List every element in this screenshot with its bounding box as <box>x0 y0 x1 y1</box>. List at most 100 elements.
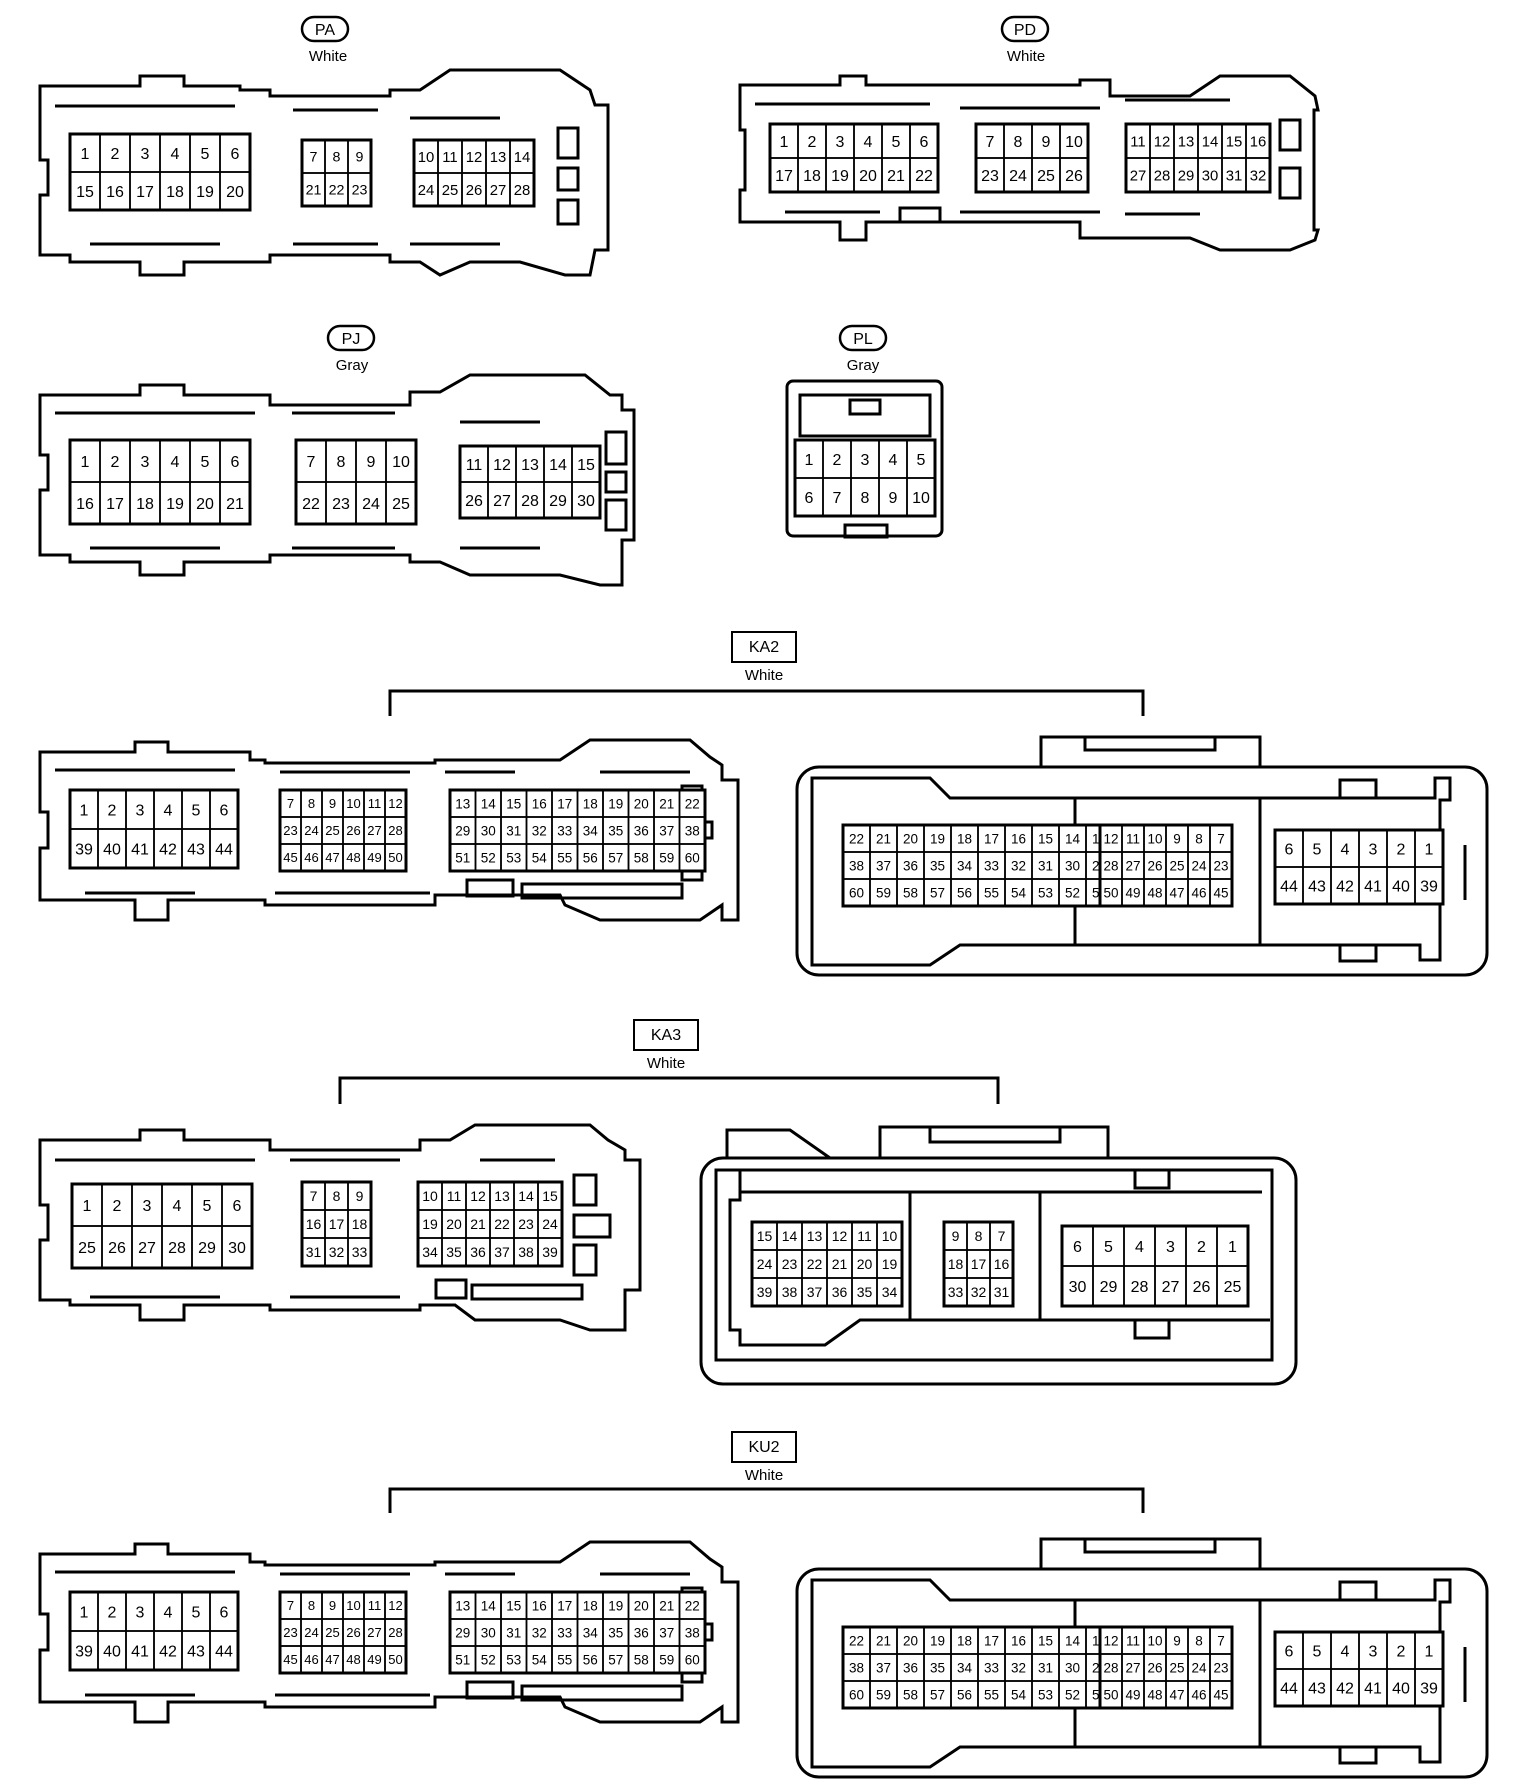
pj-pin-number: 27 <box>493 493 511 510</box>
ka2-pin-number: 15 <box>506 796 521 811</box>
ku2-pin-number: 19 <box>930 1633 945 1648</box>
connector-pj-code-badge <box>326 324 376 352</box>
ka2-pin-number: 40 <box>1392 878 1410 895</box>
ka2-pin-number: 4 <box>164 802 173 819</box>
connector-pj-housing <box>38 373 636 587</box>
ku2-pin-number: 22 <box>849 1633 864 1648</box>
ku2-pin-cell <box>1209 1680 1233 1709</box>
ku2-pin-cell <box>678 1645 706 1674</box>
ka3-pin-number: 10 <box>422 1188 438 1204</box>
ka3-pin-number: 31 <box>994 1284 1010 1300</box>
pd-pin-number: 21 <box>887 168 905 185</box>
ka2-pin-number: 8 <box>308 796 315 811</box>
ka3-pin-number: 13 <box>494 1188 510 1204</box>
ku2-pin-number: 44 <box>215 1643 233 1660</box>
ku2-pin-number: 48 <box>1147 1687 1162 1702</box>
ka3-pin-number: 30 <box>1069 1279 1087 1296</box>
ku2-pin-number: 55 <box>984 1687 999 1702</box>
ka2-pin-number: 1 <box>1425 841 1434 858</box>
ku2-pin-number: 35 <box>608 1625 623 1640</box>
ku2-pin-number: 28 <box>388 1625 402 1640</box>
connector-pl-code-badge <box>838 324 888 352</box>
ka2-pin-number: 30 <box>1065 858 1080 873</box>
pl-pin-number: 5 <box>917 452 926 469</box>
ka2-pin-number: 16 <box>532 796 547 811</box>
pj-pin-number: 29 <box>549 493 567 510</box>
ka2-pin-number: 29 <box>455 823 470 838</box>
ku2-pin-number: 14 <box>1065 1633 1081 1648</box>
ka3-pin-number: 21 <box>470 1216 486 1232</box>
ka2-pin-number: 35 <box>930 858 945 873</box>
pj-pin-number: 1 <box>81 454 90 471</box>
pl-pin-number: 1 <box>805 452 814 469</box>
pa-pin-number: 13 <box>490 150 507 166</box>
ku2-pin-number: 34 <box>957 1660 973 1675</box>
ka2-pin-number: 21 <box>659 796 674 811</box>
ku2-pin-number: 20 <box>903 1633 918 1648</box>
ku2-pin-cell <box>209 1630 239 1671</box>
ku2-pin-number: 12 <box>1103 1633 1118 1648</box>
ka3-pin-number: 4 <box>1135 1239 1144 1256</box>
connector-ka3-code-box <box>633 1019 699 1051</box>
pd-pin-number: 2 <box>808 134 817 151</box>
ka2-pin-number: 40 <box>103 841 121 858</box>
ku2-pin-number: 7 <box>1217 1633 1225 1648</box>
ka2-pin-number: 34 <box>583 823 599 838</box>
ka2-pin-number: 2 <box>108 802 117 819</box>
pa-pin-number: 4 <box>171 146 180 163</box>
ka2-pin-number: 38 <box>685 823 700 838</box>
connector-pa-housing <box>38 68 610 277</box>
ka2-pin-number: 9 <box>1173 831 1181 846</box>
ku2-pin-number: 50 <box>388 1652 402 1667</box>
pl-pin-cell <box>906 477 936 517</box>
ka2-pin-cell <box>1209 878 1233 907</box>
ka3-pin-number: 38 <box>518 1244 534 1260</box>
pa-pin-number: 17 <box>136 184 154 201</box>
connector-ku2-code-box <box>731 1431 797 1463</box>
ka2-pin-number: 28 <box>1103 858 1118 873</box>
ku2-pin-number: 31 <box>506 1625 521 1640</box>
pj-pin-number: 24 <box>362 496 380 513</box>
pd-pin-number: 19 <box>831 168 849 185</box>
connector-ka2-code: KA2 <box>749 639 779 656</box>
connector-ka2-color: White <box>745 667 783 684</box>
pl-pin-number: 10 <box>912 490 930 507</box>
ka3-pin-number: 9 <box>356 1188 364 1204</box>
ku2-pin-number: 50 <box>1103 1687 1118 1702</box>
ku2-pin-number: 6 <box>1285 1643 1294 1660</box>
pa-pin-number: 16 <box>106 184 124 201</box>
ku2-pin-number: 14 <box>481 1598 497 1613</box>
ku2-pin-number: 25 <box>1169 1660 1184 1675</box>
pd-pin-number: 16 <box>1250 134 1267 150</box>
ka2-pin-number: 31 <box>506 823 521 838</box>
ku2-pin-number: 57 <box>930 1687 945 1702</box>
connector-ka2-code-box <box>731 631 797 663</box>
ka2-pin-number: 25 <box>1169 858 1184 873</box>
ka3-pin-number: 4 <box>173 1198 182 1215</box>
ku2-pin-number: 46 <box>1191 1687 1206 1702</box>
ka2-pin-number: 17 <box>557 796 572 811</box>
ka2-pin-number: 33 <box>557 823 572 838</box>
ku2-pin-number: 3 <box>1369 1643 1378 1660</box>
ku2-pin-number: 45 <box>1213 1687 1228 1702</box>
ku2-pin-number: 8 <box>1195 1633 1203 1648</box>
pd-pin-cell <box>1059 157 1089 193</box>
ka3-pin-number: 16 <box>994 1256 1010 1272</box>
ka2-pin-number: 32 <box>1011 858 1026 873</box>
ku2-pin-number: 55 <box>557 1652 572 1667</box>
ka3-pin-number: 1 <box>1228 1239 1237 1256</box>
ka2-pin-number: 8 <box>1195 831 1203 846</box>
ka2-pin-number: 59 <box>876 885 891 900</box>
ka2-pin-number: 46 <box>1191 885 1206 900</box>
ku2-pin-number: 52 <box>1065 1687 1080 1702</box>
ka2-pin-number: 50 <box>388 850 402 865</box>
pa-pin-cell <box>219 171 251 211</box>
ka2-pin-number: 10 <box>1147 831 1162 846</box>
ka3-pin-number: 35 <box>446 1244 462 1260</box>
ku2-pin-number: 59 <box>876 1687 891 1702</box>
pd-pin-number: 6 <box>920 134 929 151</box>
pa-pin-cell <box>347 172 372 207</box>
